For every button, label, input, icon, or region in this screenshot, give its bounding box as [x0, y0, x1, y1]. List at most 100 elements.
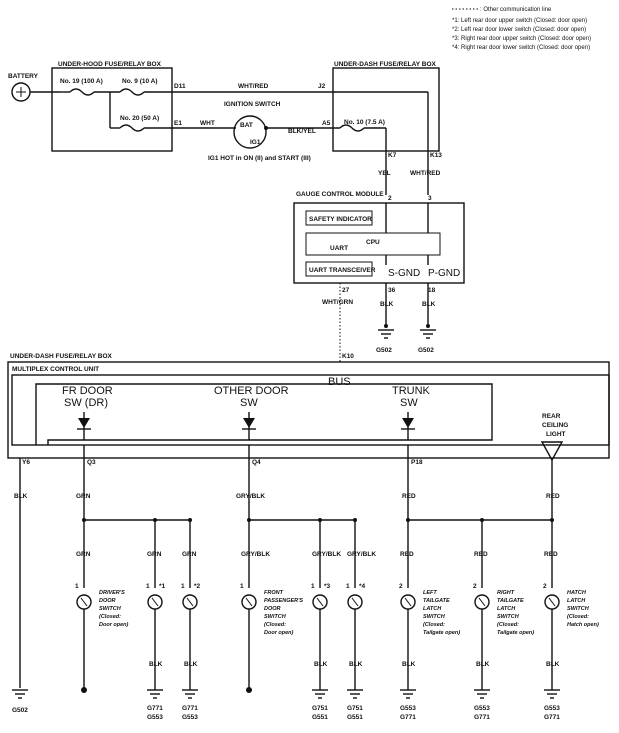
term-a5: A5: [322, 120, 331, 127]
ignition-label: IGNITION SWITCH: [224, 101, 281, 108]
fuse10-icon: [339, 124, 365, 132]
switch-desc: PASSENGER'S: [264, 598, 303, 604]
wire-wht-red-2: WHT/RED: [410, 170, 441, 177]
ground-g502-a: G502: [376, 347, 392, 354]
other-door-label: OTHER DOOR: [214, 385, 289, 397]
switch-note-mark: *1: [159, 583, 166, 590]
wire-wht-red: WHT/RED: [238, 83, 269, 90]
s-gnd: S-GND: [388, 268, 420, 279]
wire-label: GRY/BLK: [312, 551, 341, 558]
ground-label: G553: [147, 714, 163, 721]
switch-desc: HATCH: [567, 590, 587, 596]
wire-label: GRN: [182, 551, 197, 558]
term-k7: K7: [388, 152, 397, 159]
fuse10-label: No. 10 (7.5 A): [344, 119, 385, 126]
wire-label: GRN: [76, 551, 91, 558]
ground-label: G551: [347, 714, 363, 721]
legend-note-3: *3: Right rear door upper switch (Closed…: [452, 36, 591, 42]
rear-ceiling-light-icon: [540, 441, 564, 462]
switch-desc: SWITCH: [423, 614, 446, 620]
bus-label: BUS: [328, 376, 351, 388]
ground-label: G771: [474, 714, 490, 721]
switch-note-mark: *3: [324, 583, 331, 590]
switch-pin: 1: [311, 583, 315, 590]
term-d11: D11: [174, 83, 186, 90]
term-p18: P18: [411, 459, 423, 466]
wire-label: RED: [474, 551, 488, 558]
term-g27: 27: [342, 287, 350, 294]
switch-desc: FRONT: [264, 590, 284, 596]
switch-pin: 1: [75, 583, 79, 590]
switch-desc: TAILGATE: [423, 598, 450, 604]
fr-door-label: FR DOOR: [62, 385, 113, 397]
fuse20-label: No. 20 (50 A): [120, 115, 159, 122]
switch-desc: SWITCH: [264, 614, 287, 620]
term-k13: K13: [430, 152, 442, 159]
gcm-label: GAUGE CONTROL MODULE: [296, 191, 384, 198]
switch-desc: SWITCH: [567, 606, 590, 612]
underdash-top-label: UNDER-DASH FUSE/RELAY BOX: [334, 61, 437, 68]
ground-label: G771: [182, 705, 198, 712]
switch-desc: Door open): [264, 630, 293, 636]
switch-pin: 1: [346, 583, 350, 590]
switch-desc: DOOR: [99, 598, 116, 604]
term-y6: Y6: [22, 459, 30, 466]
cpu-label: CPU: [366, 239, 380, 246]
rear-light-label-3: LIGHT: [546, 431, 566, 438]
underdash-box-mid: [7, 361, 610, 459]
ground-label: G771: [544, 714, 560, 721]
ground-label: G553: [544, 705, 560, 712]
switch-pin: 1: [240, 583, 244, 590]
body-ground-icon: [81, 687, 87, 693]
ign-bat: BAT: [240, 122, 253, 129]
mcu-label: MULTIPLEX CONTROL UNIT: [12, 366, 99, 373]
switch-desc: LATCH: [497, 606, 516, 612]
switch-desc: LEFT: [423, 590, 437, 596]
legend-note-1: *1: Left rear door upper switch (Closed:…: [452, 18, 587, 24]
switch-desc: RIGHT: [497, 590, 515, 596]
uart-transceiver-box: [305, 261, 373, 277]
switch-desc: Hatch open): [567, 622, 599, 628]
ign-ig1: IG1: [250, 139, 261, 146]
underdash-mid-label: UNDER-DASH FUSE/RELAY BOX: [10, 353, 113, 360]
switch-pin: 2: [543, 583, 547, 590]
legend-note-2: *2: Left rear door lower switch (Closed:…: [452, 27, 586, 33]
wire-red-p18: RED: [402, 493, 416, 500]
switch-pin: 2: [473, 583, 477, 590]
switch-desc: (Closed:: [99, 614, 121, 620]
ground-label: G553: [474, 705, 490, 712]
wire-label: BLK: [476, 661, 490, 668]
fuse19-label: No. 19 (100 A): [60, 78, 103, 85]
wire-blk-y6: BLK: [14, 493, 28, 500]
wire-red-light: RED: [546, 493, 560, 500]
rear-light-label-1: REAR: [542, 413, 561, 420]
underhood-box-label: UNDER-HOOD FUSE/RELAY BOX: [58, 61, 162, 68]
ground-label: G771: [147, 705, 163, 712]
ground-label: G553: [182, 714, 198, 721]
switch-desc: LATCH: [423, 606, 442, 612]
switch-desc: DOOR: [264, 606, 281, 612]
rear-light-label-2: CEILING: [542, 422, 568, 429]
fr-door-diode: [77, 412, 91, 440]
wire-wht-grn: WHT/GRN: [322, 299, 353, 306]
body-ground-icon: [246, 687, 252, 693]
switch-pin: 2: [399, 583, 403, 590]
switch-desc: (Closed:: [423, 622, 445, 628]
ign-note: IG1 HOT in ON (II) and START (III): [208, 155, 311, 162]
switch-desc: (Closed:: [497, 622, 519, 628]
term-g3: 3: [428, 195, 432, 202]
ground-label: G551: [312, 714, 328, 721]
trunk-sw-label: SW: [400, 397, 418, 409]
uart-label: UART: [330, 245, 348, 252]
switch-pin: 1: [146, 583, 150, 590]
term-q3: Q3: [87, 459, 96, 466]
gauge-control-module: [293, 202, 465, 284]
wire-label: GRY/BLK: [241, 551, 270, 558]
fuse20-icon: [119, 124, 145, 132]
multiplex-control-unit: [11, 374, 610, 446]
term-g2: 2: [388, 195, 392, 202]
ground-label: G751: [347, 705, 363, 712]
wire-label: BLK: [349, 661, 363, 668]
trunk-diode: [401, 412, 415, 440]
switch-note-mark: *2: [194, 583, 201, 590]
